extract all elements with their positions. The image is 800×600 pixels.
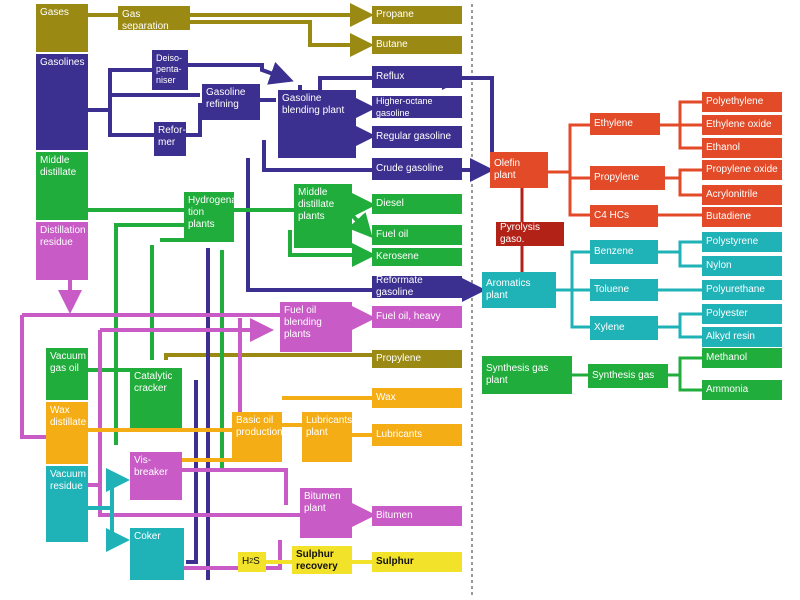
product-polyurethane: Polyurethane [702,280,782,300]
coker-node: Coker [130,528,184,580]
gasoline-refining-node: Gasoline refining [202,84,260,120]
section-gasolines: Gasolines [36,54,88,150]
aromatics-plant-node: Aromatics plant [482,272,556,308]
coker-lines [88,468,130,552]
product-polyester: Polyester [702,304,782,324]
toluene-node: Toluene [590,279,658,301]
middle-distillate-plants-node: Middle distillate plants [294,184,352,248]
product-ethylene-oxide: Ethylene oxide [702,115,782,135]
product-sulphur: Sulphur [372,552,462,572]
olefin-plant-node: Olefin plant [490,152,548,188]
product-butadiene: Butadiene [702,207,782,227]
product-propane: Propane [372,6,462,24]
h2s-base: H [242,556,250,567]
product-diesel: Diesel [372,194,462,214]
xylene-node: Xylene [590,316,658,340]
product-regular-gasoline: Regular gasoline [372,126,462,148]
h2s-sub: 2 [249,558,254,565]
synthesis-gas-node: Synthesis gas [588,364,668,388]
synthesis-lines [572,356,702,392]
gas-lines [88,3,462,360]
product-fuel-oil: Fuel oil [372,225,462,245]
basic-oil-node: Basic oil production [232,412,283,462]
pyrolysis-node: Pyrolysis gaso. [496,222,564,246]
product-fuel-oil-heavy: Fuel oil, heavy [372,306,462,328]
benzene-node: Benzene [590,240,658,264]
product-wax: Wax [372,388,462,408]
product-propylene: Propylene [372,350,462,368]
bitumen-plant-node: Bitumen plant [300,488,352,538]
lubricants-plant-node: Lubricants plant [302,412,352,462]
aromatics-lines [556,240,702,339]
catalytic-cracker-node: Catalytic cracker [130,368,182,428]
section-wax-distillate: Wax distillate [46,402,88,464]
product-butane: Butane [372,36,462,54]
synthesis-gas-plant-node: Synthesis gas plant [482,356,572,394]
product-bitumen: Bitumen [372,506,462,526]
c4-hcs-node: C4 HCs [590,205,658,227]
visbreaker-node: Vis- breaker [130,452,182,500]
middle-distillate-lines [88,193,376,470]
olefin-lines [548,100,702,217]
ethylene-node: Ethylene [590,113,660,135]
section-middle-distillate: Middle distillate [36,152,88,220]
product-ammonia: Ammonia [702,380,782,400]
gas-separation-node: Gas separation [118,6,190,32]
section-vacuum-residue: Vacuum residue [46,466,88,542]
propylene-chem-node: Propylene [590,166,665,190]
product-reflux: Reflux [372,66,462,88]
product-higher-octane: Higher-octane gasoline [372,96,462,118]
product-kerosene: Kerosene [372,248,462,266]
fuel-oil-blending-node: Fuel oil blending plants [280,302,352,352]
product-ethanol: Ethanol [702,138,782,158]
product-polystyrene: Polystyrene [702,232,782,252]
product-nylon: Nylon [702,256,782,276]
product-lubricants: Lubricants [372,424,462,446]
product-alkyd-resin: Alkyd resin [702,327,782,347]
product-methanol: Methanol [702,348,782,368]
section-gases: Gases [36,4,88,52]
product-reformate-gasoline: Reformate gasoline [372,275,462,298]
product-acrylonitrile: Acrylonitrile [702,185,782,205]
sulphur-recovery-node: Sulphur recovery [292,546,352,574]
section-vacuum-gas-oil: Vacuum gas oil [46,348,88,400]
section-distillation-residue: Distillation residue [36,222,88,280]
reformer-node: Refor- mer [154,122,186,156]
product-propylene-oxide: Propylene oxide [702,160,782,180]
deisopentaniser-node: Deiso- penta- niser [152,50,188,90]
product-polyethylene: Polyethylene [702,92,782,112]
hydrogenation-node: Hydrogena- tion plants [184,192,240,242]
h2s-tail: S [253,556,260,567]
gasoline-blending-node: Gasoline blending plant [278,90,356,158]
product-crude-gasoline: Crude gasoline [372,158,462,180]
residue-lines [20,280,376,570]
